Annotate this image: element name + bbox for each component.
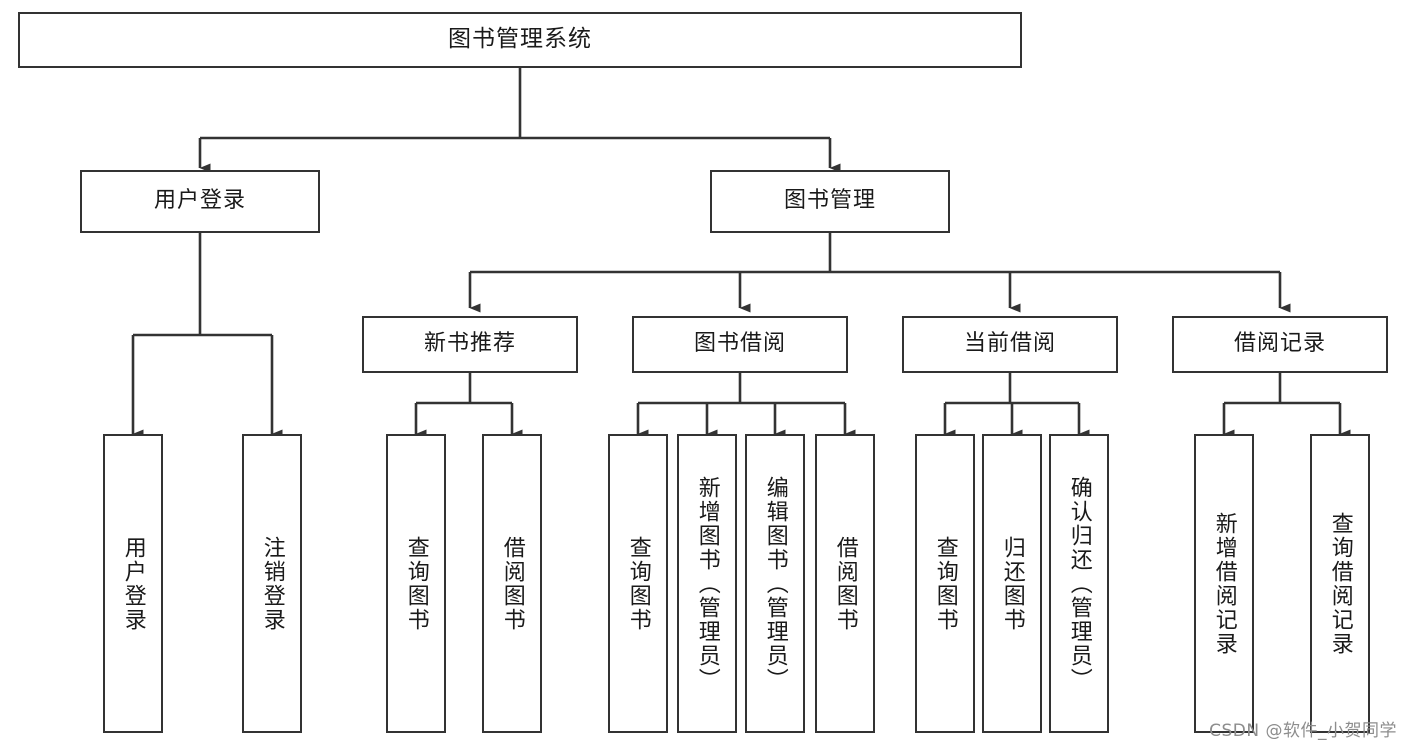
node-leaf-add-book-admin-label: 新增图书（管理员） (694, 475, 720, 692)
node-leaf-borrow-book-label: 借阅图书 (832, 535, 858, 632)
node-leaf-query-borrow-record-label: 查询借阅记录 (1327, 511, 1353, 656)
node-leaf-add-borrow-record[interactable]: 新增借阅记录 (1194, 434, 1254, 733)
node-leaf-borrow-query-book[interactable]: 查询图书 (608, 434, 668, 733)
node-leaf-edit-book-admin-label: 编辑图书（管理员） (762, 475, 788, 692)
node-book-borrow[interactable]: 图书借阅 (632, 316, 848, 373)
node-root[interactable]: 图书管理系统 (18, 12, 1022, 68)
node-root-label: 图书管理系统 (448, 26, 592, 53)
node-new-book-recommend-label: 新书推荐 (423, 331, 516, 357)
node-current-borrow-label: 当前借阅 (963, 331, 1056, 357)
node-leaf-edit-book-admin[interactable]: 编辑图书（管理员） (745, 434, 805, 733)
node-borrow-record[interactable]: 借阅记录 (1172, 316, 1388, 373)
node-leaf-recommend-query-book-label: 查询图书 (403, 535, 429, 632)
node-leaf-return-book[interactable]: 归还图书 (982, 434, 1042, 733)
node-new-book-recommend[interactable]: 新书推荐 (362, 316, 578, 373)
node-current-borrow[interactable]: 当前借阅 (902, 316, 1118, 373)
node-leaf-current-query-book-label: 查询图书 (932, 535, 958, 632)
node-leaf-borrow-book[interactable]: 借阅图书 (815, 434, 875, 733)
node-leaf-current-query-book[interactable]: 查询图书 (915, 434, 975, 733)
node-leaf-confirm-return-admin-label: 确认归还（管理员） (1066, 475, 1092, 692)
node-leaf-add-borrow-record-label: 新增借阅记录 (1211, 511, 1237, 656)
watermark-text: CSDN @软件_小贺同学 (1209, 721, 1397, 741)
node-leaf-return-book-label: 归还图书 (999, 535, 1025, 632)
node-book-management-label: 图书管理 (783, 188, 876, 214)
node-leaf-user-login[interactable]: 用户登录 (103, 434, 163, 733)
node-leaf-recommend-borrow-book-label: 借阅图书 (499, 535, 525, 632)
node-leaf-logout[interactable]: 注销登录 (242, 434, 302, 733)
node-leaf-borrow-query-book-label: 查询图书 (625, 535, 651, 632)
node-leaf-logout-label: 注销登录 (259, 535, 285, 632)
node-user-login[interactable]: 用户登录 (80, 170, 320, 233)
node-leaf-add-book-admin[interactable]: 新增图书（管理员） (677, 434, 737, 733)
node-leaf-recommend-borrow-book[interactable]: 借阅图书 (482, 434, 542, 733)
node-user-login-label: 用户登录 (153, 188, 246, 214)
node-leaf-recommend-query-book[interactable]: 查询图书 (386, 434, 446, 733)
node-book-management[interactable]: 图书管理 (710, 170, 950, 233)
node-leaf-confirm-return-admin[interactable]: 确认归还（管理员） (1049, 434, 1109, 733)
node-leaf-user-login-label: 用户登录 (120, 535, 146, 632)
node-leaf-query-borrow-record[interactable]: 查询借阅记录 (1310, 434, 1370, 733)
node-book-borrow-label: 图书借阅 (693, 331, 786, 357)
node-borrow-record-label: 借阅记录 (1233, 331, 1326, 357)
